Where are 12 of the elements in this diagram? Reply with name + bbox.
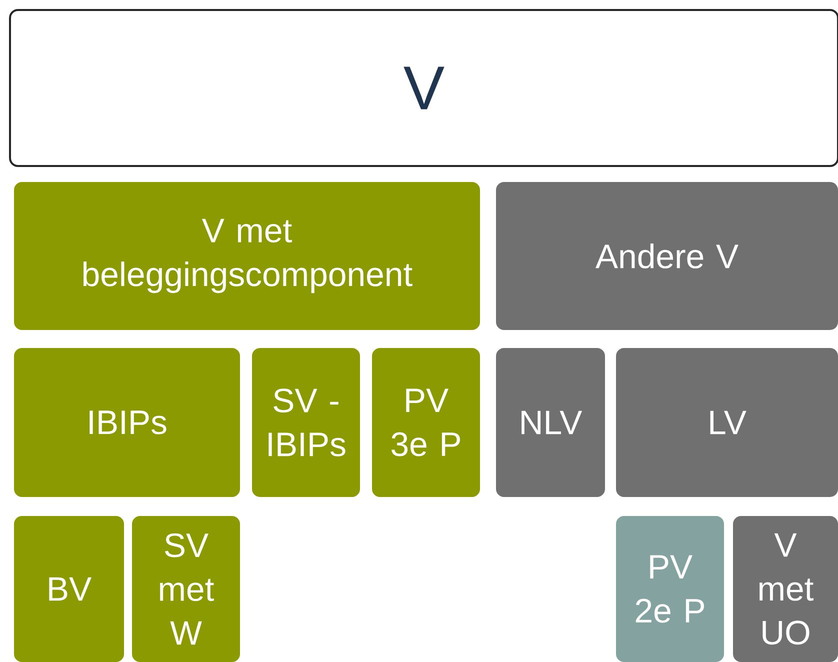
category-box: BV [14, 516, 124, 662]
title-box: V [9, 9, 838, 167]
category-box: Andere V [496, 182, 838, 330]
category-box: LV [616, 348, 838, 497]
category-box: PV 2e P [616, 516, 724, 662]
category-box: V met beleggingscomponent [14, 182, 480, 330]
category-box: PV 3e P [372, 348, 480, 497]
category-box: V met UO [733, 516, 838, 662]
category-box: SV - IBIPs [252, 348, 360, 497]
category-box: SV met W [132, 516, 240, 662]
category-box: NLV [496, 348, 605, 497]
category-box: IBIPs [14, 348, 240, 497]
